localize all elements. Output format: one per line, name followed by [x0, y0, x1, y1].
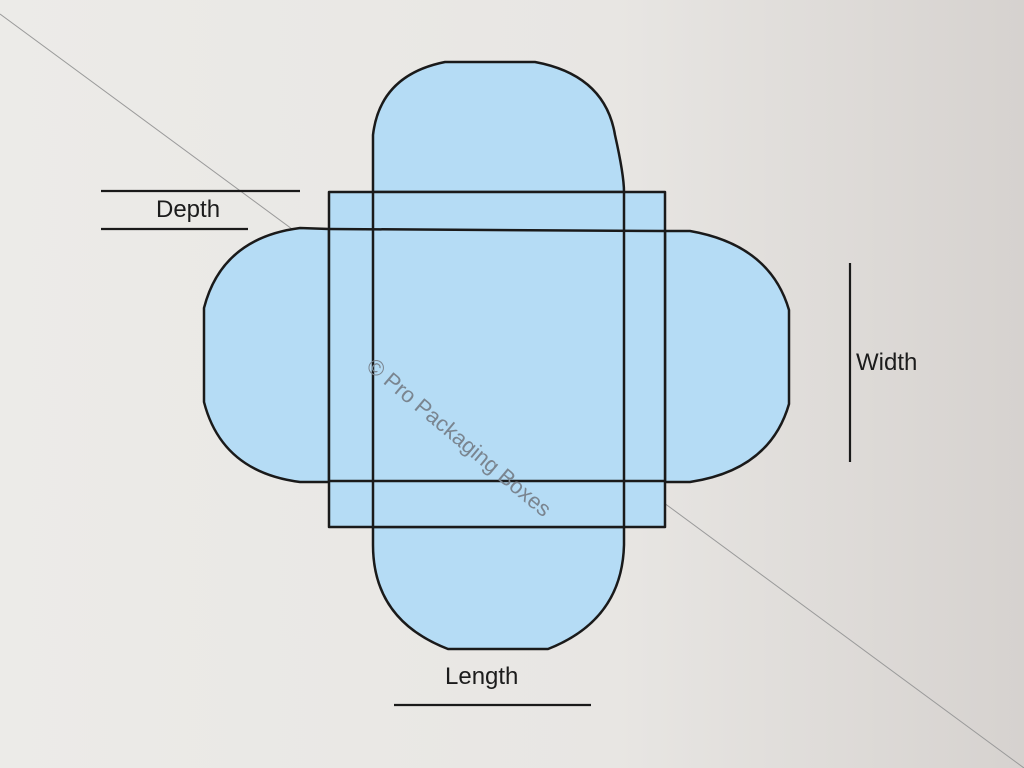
length-label: Length — [445, 663, 519, 690]
left-flap — [202, 226, 331, 484]
box-body — [327, 190, 667, 529]
bottom-flap — [371, 525, 626, 651]
top-flap — [371, 60, 626, 194]
depth-label: Depth — [156, 196, 221, 223]
right-flap — [663, 229, 791, 484]
width-label: Width — [856, 349, 918, 376]
fold-line-top — [328, 227, 666, 233]
